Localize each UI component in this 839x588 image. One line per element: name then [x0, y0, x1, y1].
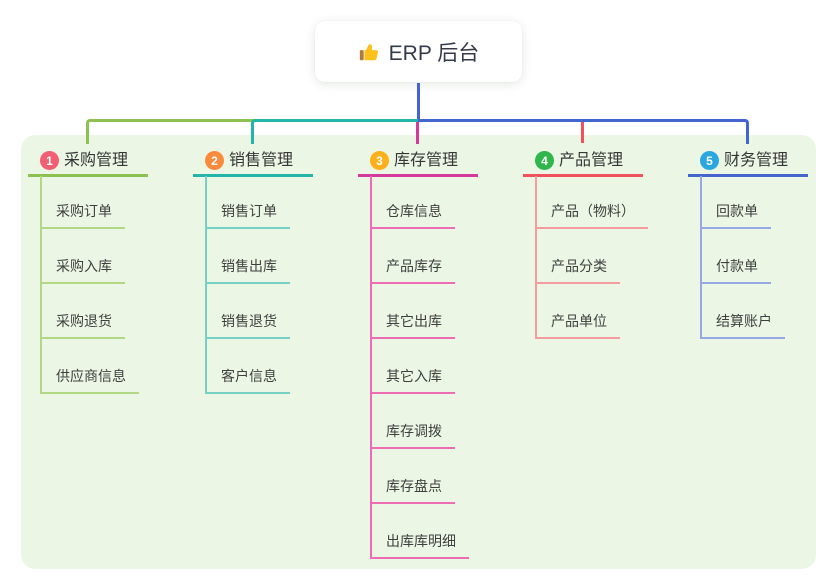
branch-5-connector	[418, 119, 749, 144]
branches-panel	[21, 135, 816, 569]
root-title: ERP 后台	[388, 41, 480, 65]
branch-3-connector	[416, 122, 419, 144]
child-node[interactable]: 采购订单	[40, 202, 125, 229]
child-node[interactable]: 出库库明细	[370, 532, 469, 559]
child-node[interactable]: 产品单位	[535, 312, 620, 339]
branch-title[interactable]: 销售管理	[229, 152, 294, 169]
branch-spine-line	[205, 176, 207, 394]
root-node[interactable]: ERP 后台	[315, 21, 522, 82]
branch-number-badge: 2	[205, 151, 224, 170]
child-node[interactable]: 产品分类	[535, 257, 620, 284]
child-node[interactable]: 回款单	[700, 202, 771, 229]
root-connector-line	[417, 83, 420, 122]
branch-2-connector	[251, 119, 420, 144]
branch-spine-line	[40, 176, 42, 394]
child-node[interactable]: 仓库信息	[370, 202, 455, 229]
child-node[interactable]: 销售订单	[205, 202, 290, 229]
branch-title[interactable]: 库存管理	[394, 152, 459, 169]
branch-title-underline	[28, 174, 148, 177]
branch-title[interactable]: 产品管理	[559, 152, 624, 169]
branch-title-underline	[193, 174, 313, 177]
child-node[interactable]: 库存盘点	[370, 477, 455, 504]
child-node[interactable]: 销售出库	[205, 257, 290, 284]
branch-number-badge: 4	[535, 151, 554, 170]
child-node[interactable]: 其它入库	[370, 367, 455, 394]
branch-number-badge: 5	[700, 151, 719, 170]
branch-spine-line	[535, 176, 537, 339]
child-node[interactable]: 销售退货	[205, 312, 290, 339]
branch-title[interactable]: 采购管理	[64, 152, 129, 169]
child-node[interactable]: 采购入库	[40, 257, 125, 284]
branch-number-badge: 3	[370, 151, 389, 170]
branch-title-underline	[688, 174, 808, 177]
branch-title[interactable]: 财务管理	[724, 152, 789, 169]
branch-4-connector	[581, 122, 584, 143]
branch-title-underline	[358, 174, 478, 177]
branch-number-badge: 1	[40, 151, 59, 170]
child-node[interactable]: 采购退货	[40, 312, 125, 339]
branch-spine-line	[700, 176, 702, 339]
child-node[interactable]: 付款单	[700, 257, 771, 284]
child-node[interactable]: 供应商信息	[40, 367, 139, 394]
child-node[interactable]: 产品库存	[370, 257, 455, 284]
child-node[interactable]: 库存调拨	[370, 422, 455, 449]
child-node[interactable]: 产品（物料）	[535, 202, 648, 229]
branch-title-underline	[523, 174, 643, 177]
branch-spine-line	[370, 176, 372, 559]
child-node[interactable]: 结算账户	[700, 312, 785, 339]
child-node[interactable]: 客户信息	[205, 367, 290, 394]
child-node[interactable]: 其它出库	[370, 312, 455, 339]
branch-1-connector	[86, 119, 254, 144]
thumbs-up-icon	[359, 43, 378, 60]
